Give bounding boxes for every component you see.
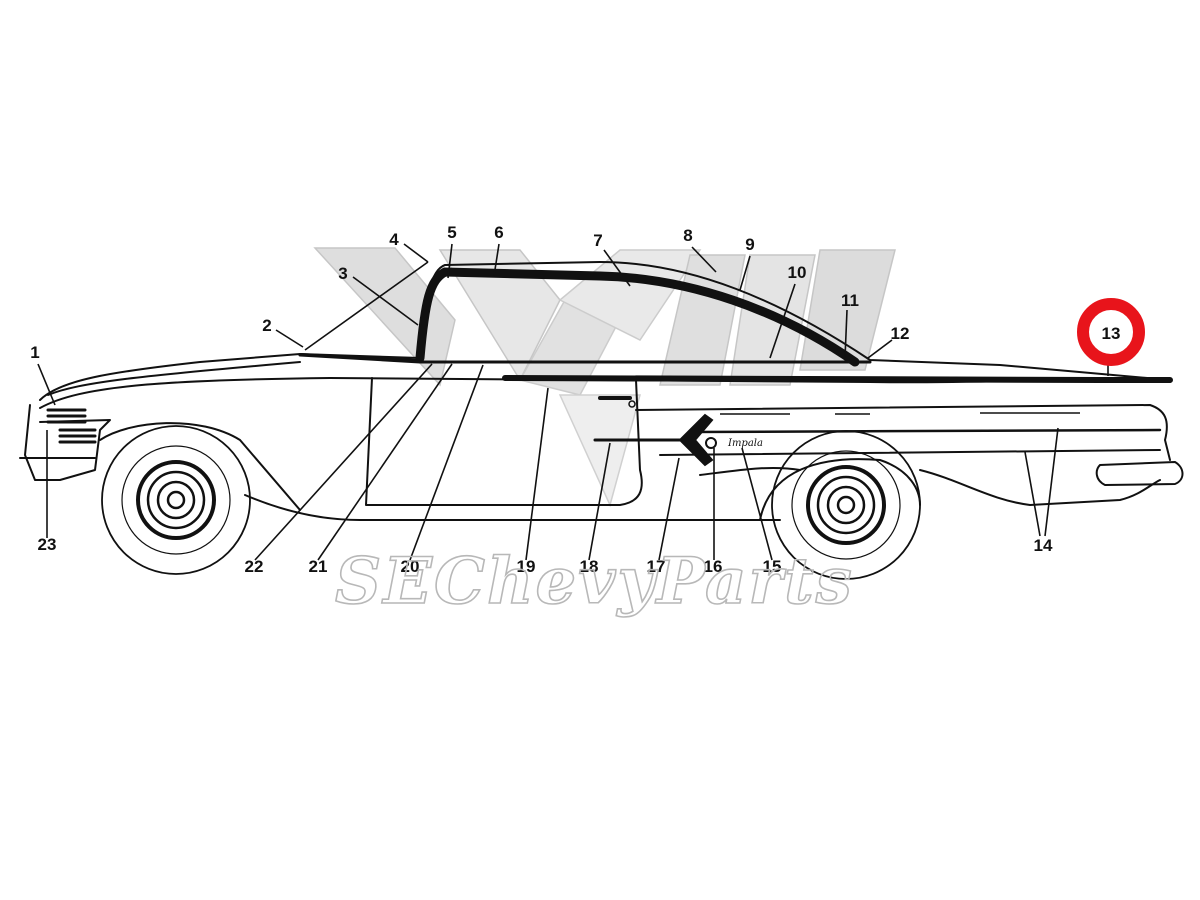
callout-11: 11: [841, 291, 859, 310]
callout-1: 1: [30, 343, 39, 362]
callout-7: 7: [593, 231, 602, 250]
callout-17: 17: [647, 557, 666, 576]
callout-8: 8: [683, 226, 692, 245]
callout-3: 3: [338, 264, 347, 283]
callout-10: 10: [788, 263, 807, 282]
highlight-ring: [1077, 298, 1145, 366]
watermark-text: SEChevyParts: [335, 544, 854, 619]
callout-9: 9: [745, 235, 754, 254]
callout-6: 6: [494, 223, 503, 242]
callout-4: 4: [389, 230, 399, 249]
callout-15: 15: [763, 557, 782, 576]
front-wheel: [101, 425, 251, 575]
callout-23: 23: [38, 535, 57, 554]
callout-18: 18: [580, 557, 599, 576]
door-handle: [598, 396, 636, 408]
callout-16: 16: [704, 557, 723, 576]
svg-text:Impala: Impala: [727, 438, 763, 449]
impala-emblem: Impala: [705, 437, 763, 449]
callout-12: 12: [891, 324, 910, 343]
callout-5: 5: [447, 223, 456, 242]
callout-14: 14: [1034, 536, 1053, 555]
callout-2: 2: [262, 316, 271, 335]
callout-19: 19: [517, 557, 536, 576]
callout-13: 13: [1102, 324, 1121, 343]
callout-20: 20: [401, 557, 420, 576]
moulding-strips: [46, 267, 1173, 467]
quarter-dashes: [720, 412, 1080, 415]
rear-wheel: [771, 430, 921, 580]
callout-21: 21: [309, 557, 328, 576]
leader-lines: [37, 243, 1109, 561]
callout-labels: 1 2 3 4 5 6 7 8 9 10 11 12 13 14 15 16 1…: [30, 223, 1120, 576]
callout-22: 22: [245, 557, 264, 576]
